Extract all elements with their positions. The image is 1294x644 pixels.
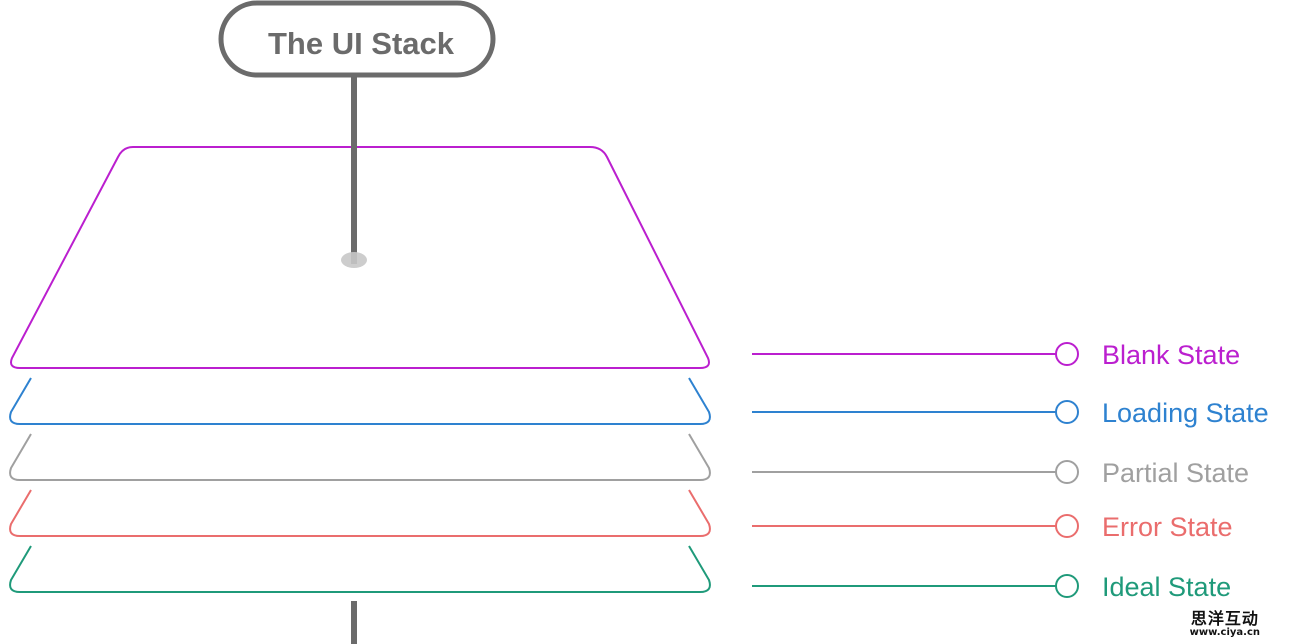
legend-item-partial-state: Partial State bbox=[752, 458, 1249, 488]
legend-label: Loading State bbox=[1102, 398, 1269, 428]
watermark: 思洋互动 www.ciya.cn bbox=[1189, 608, 1260, 638]
legend-label: Ideal State bbox=[1102, 572, 1231, 602]
legend-item-error-state: Error State bbox=[752, 512, 1233, 542]
legend: Blank State Loading State Partial State … bbox=[752, 340, 1269, 602]
legend-marker bbox=[1055, 514, 1079, 538]
title-pill bbox=[218, 0, 496, 78]
legend-marker bbox=[1055, 574, 1079, 598]
legend-item-loading-state: Loading State bbox=[752, 398, 1269, 428]
partial-state-layer bbox=[9, 433, 711, 481]
legend-item-blank-state: Blank State bbox=[752, 340, 1240, 370]
diagram-title: The UI Stack bbox=[268, 26, 455, 61]
legend-label: Blank State bbox=[1102, 340, 1240, 370]
legend-marker bbox=[1055, 342, 1079, 366]
stem-anchor-dot bbox=[341, 252, 367, 268]
legend-marker bbox=[1055, 460, 1079, 484]
legend-item-ideal-state: Ideal State bbox=[752, 572, 1231, 602]
loading-state-layer bbox=[9, 377, 711, 425]
ideal-state-layer bbox=[9, 545, 711, 593]
legend-label: Partial State bbox=[1102, 458, 1249, 488]
watermark-url: www.ciya.cn bbox=[1189, 626, 1260, 638]
legend-marker bbox=[1055, 400, 1079, 424]
legend-label: Error State bbox=[1102, 512, 1233, 542]
error-state-layer bbox=[9, 489, 711, 537]
watermark-brand: 思洋互动 bbox=[1190, 608, 1259, 628]
